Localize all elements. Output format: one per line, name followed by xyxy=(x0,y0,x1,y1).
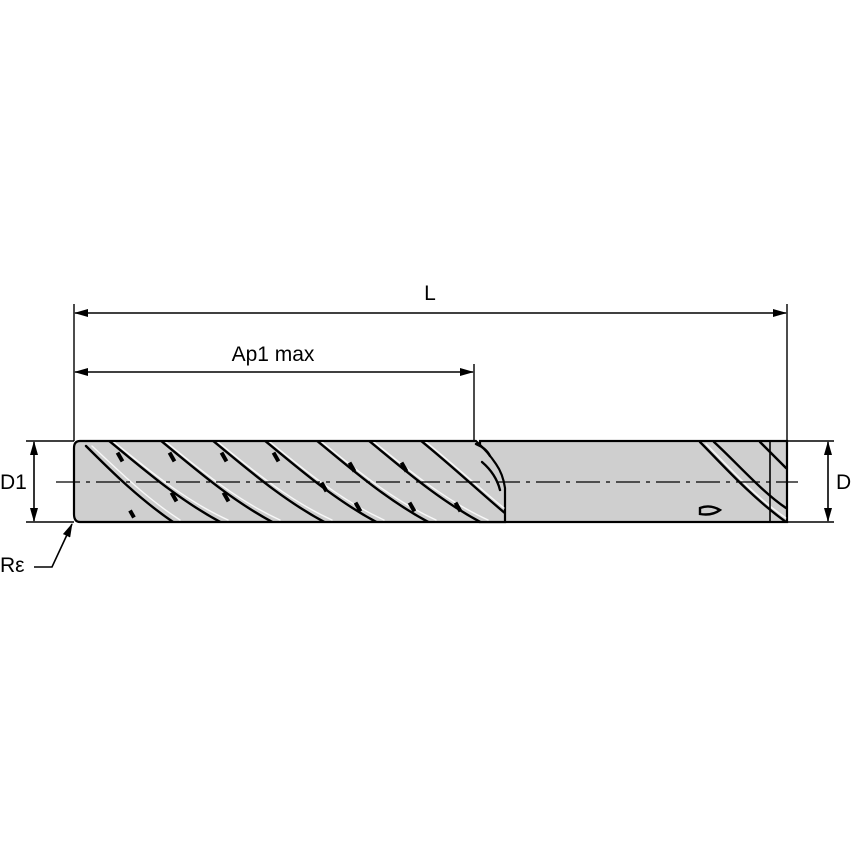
flute-runout xyxy=(474,442,502,492)
dimension-D1: D1 xyxy=(0,440,74,523)
edge-notches xyxy=(115,451,463,519)
end-mill-body xyxy=(56,439,798,524)
label-D: D xyxy=(836,471,851,494)
label-D1: D1 xyxy=(0,471,27,494)
helical-flutes xyxy=(84,442,505,522)
corner-radius-leader: Rε xyxy=(0,523,73,577)
dimension-L: L xyxy=(73,282,788,441)
label-L: L xyxy=(424,282,436,305)
label-corner-radius: Rε xyxy=(0,554,25,577)
dimension-ap1-max: Ap1 max xyxy=(74,343,475,441)
dimension-D: D xyxy=(787,440,851,523)
label-ap1-max: Ap1 max xyxy=(232,343,315,366)
shank-end-grooves xyxy=(698,442,787,522)
